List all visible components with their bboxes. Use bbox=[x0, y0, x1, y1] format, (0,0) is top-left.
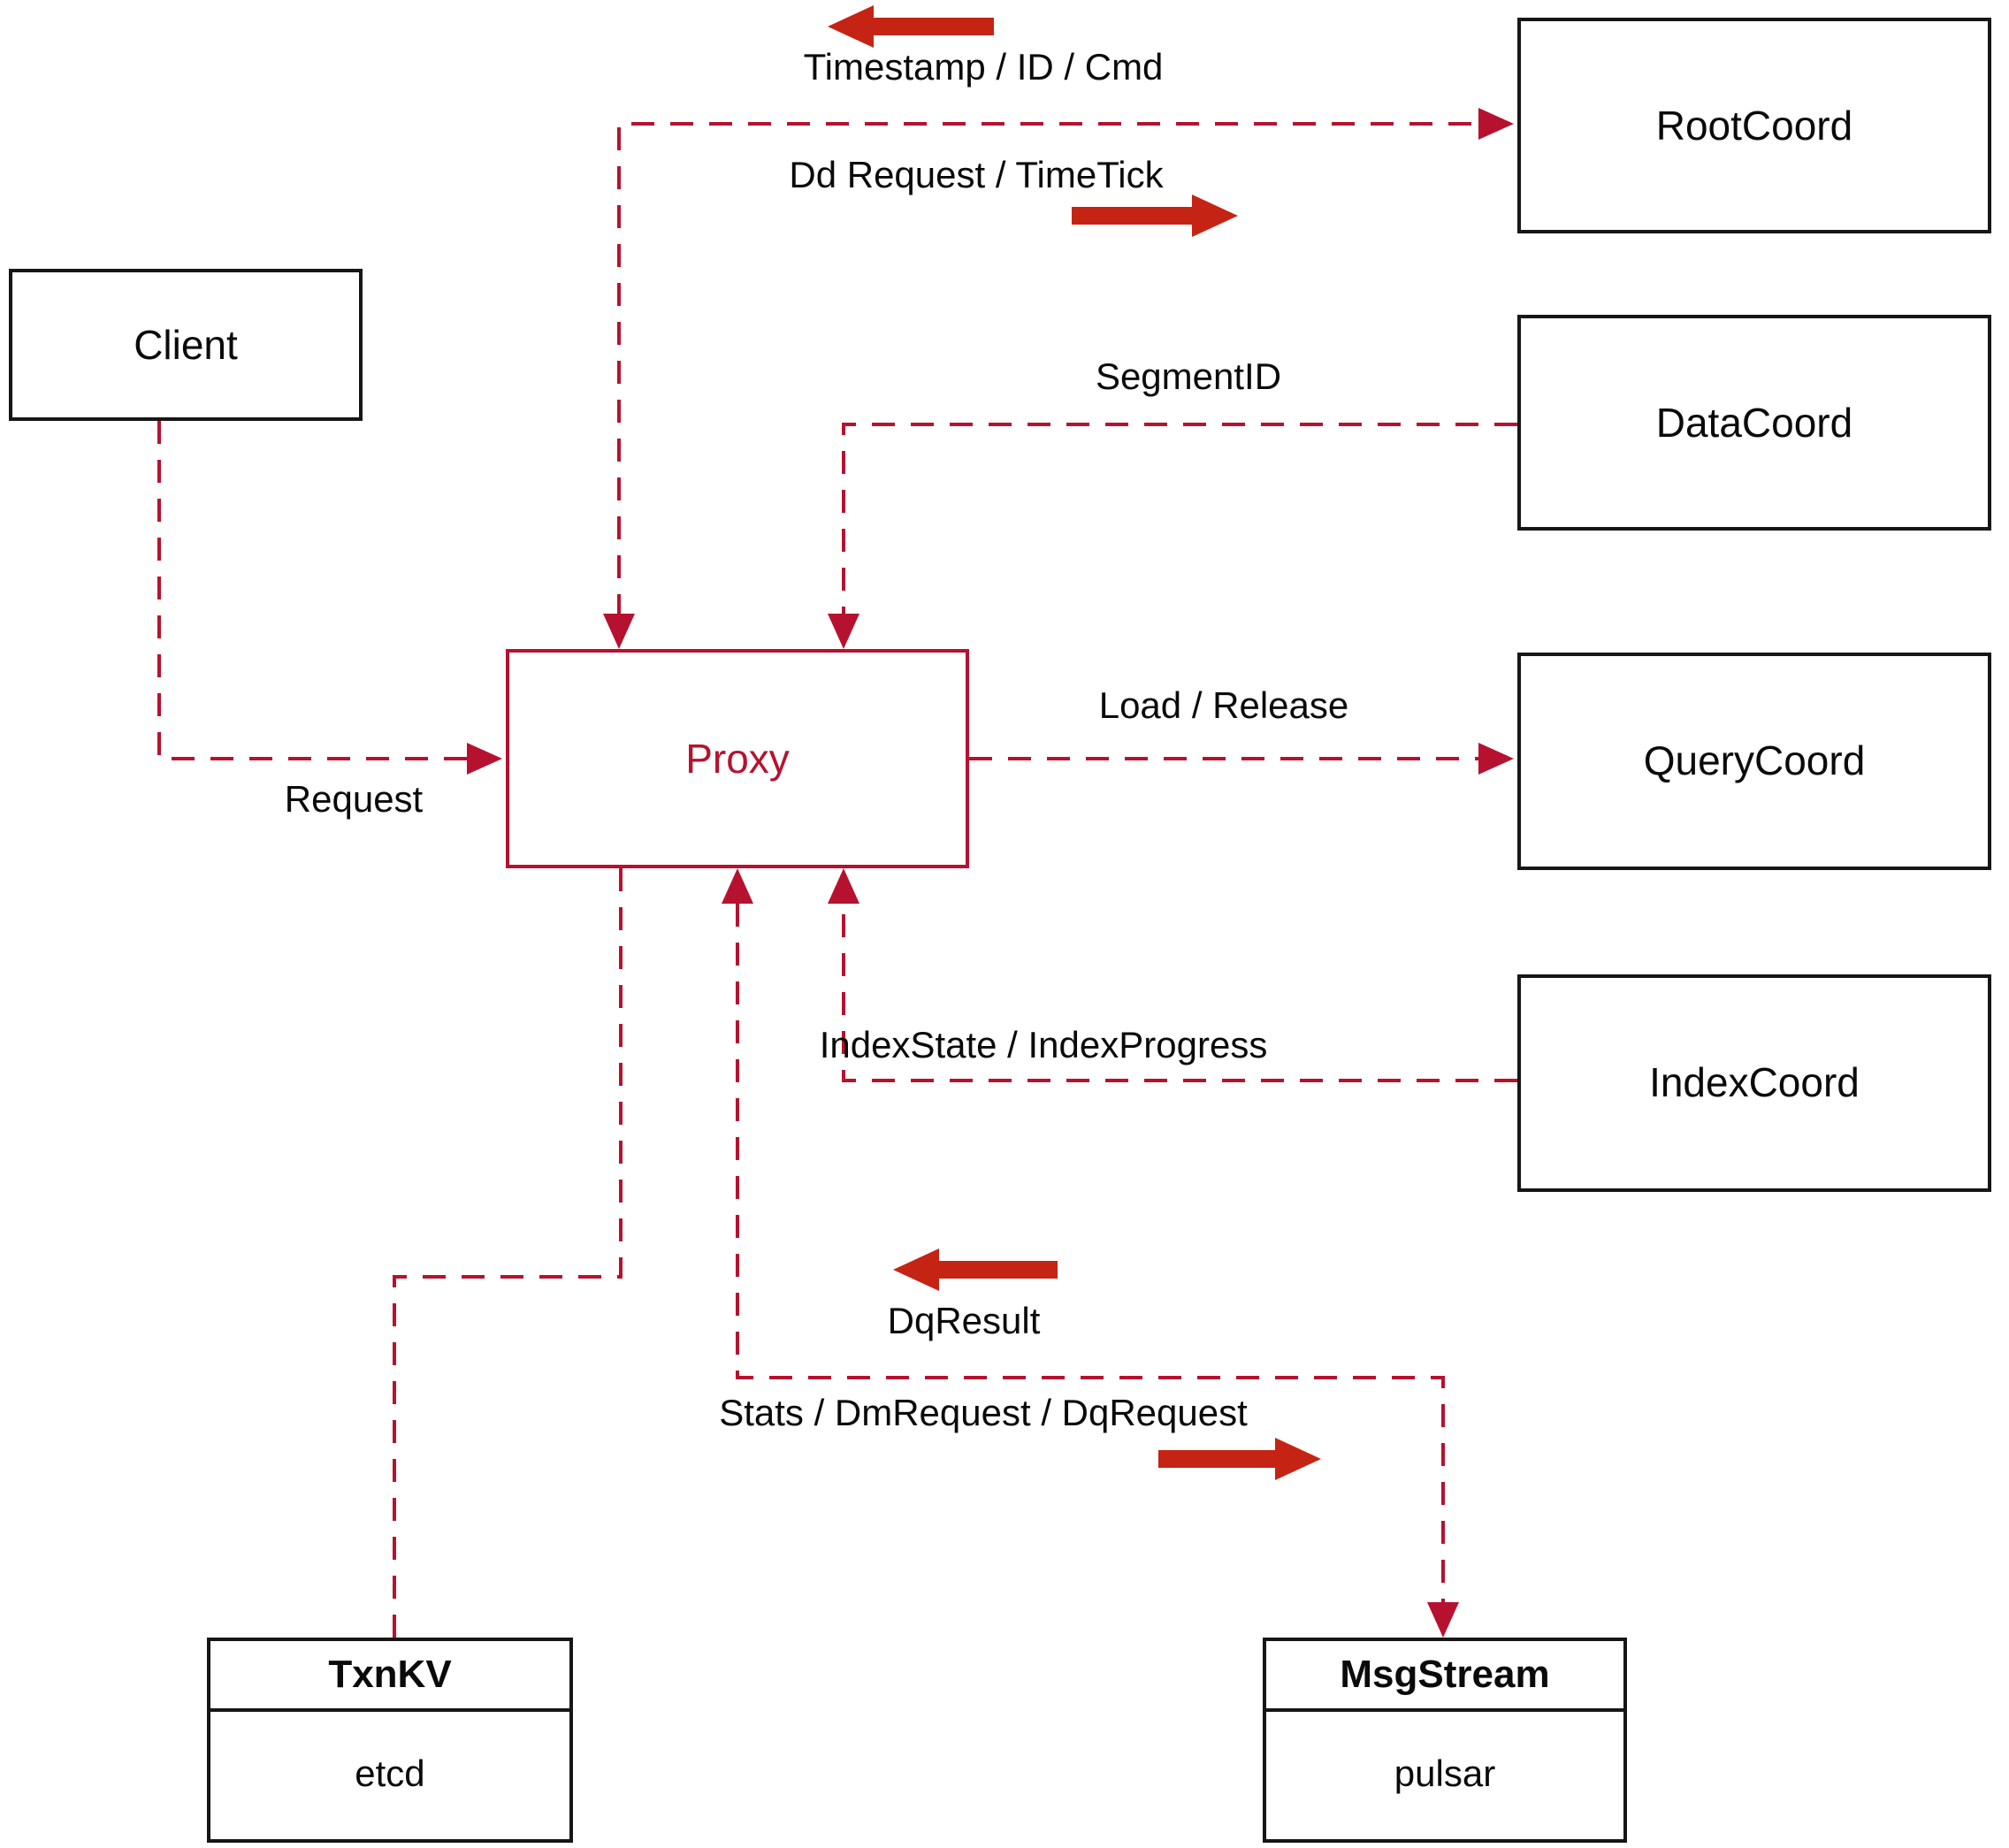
node-msgstream: MsgStream pulsar bbox=[1263, 1638, 1627, 1843]
edge-proxy-txnkv bbox=[393, 868, 623, 1638]
edge-label-stats-dm-dq-request: Stats / DmRequest / DqRequest bbox=[719, 1394, 1248, 1434]
edge-datacoord-proxy bbox=[842, 423, 1517, 614]
edge-label-load-release: Load / Release bbox=[1098, 686, 1349, 727]
edge-indexcoord-proxy bbox=[842, 904, 1517, 1082]
node-rootcoord: RootCoord bbox=[1517, 18, 1991, 233]
edge-proxy-rootcoord bbox=[617, 122, 1478, 617]
node-indexcoord-label: IndexCoord bbox=[1649, 1059, 1860, 1105]
node-querycoord-label: QueryCoord bbox=[1643, 737, 1866, 783]
arrow-left-icon bbox=[828, 5, 994, 48]
arrowhead-into-proxy-bottom-left-icon bbox=[722, 868, 753, 904]
node-txnkv: TxnKV etcd bbox=[207, 1638, 573, 1843]
node-datacoord: DataCoord bbox=[1517, 315, 1991, 531]
node-txnkv-impl: etcd bbox=[355, 1754, 425, 1795]
edge-label-index-state-progress: IndexState / IndexProgress bbox=[819, 1026, 1268, 1066]
node-proxy: Proxy bbox=[506, 649, 969, 868]
node-datacoord-label: DataCoord bbox=[1655, 399, 1853, 445]
arrowhead-into-proxy-left-icon bbox=[467, 743, 502, 775]
node-indexcoord: IndexCoord bbox=[1517, 974, 1991, 1192]
node-rootcoord-label: RootCoord bbox=[1655, 102, 1853, 148]
edge-client-proxy bbox=[157, 421, 467, 760]
edge-label-request: Request bbox=[284, 780, 424, 821]
edge-label-dq-result: DqResult bbox=[887, 1302, 1041, 1342]
node-msgstream-title: MsgStream bbox=[1266, 1641, 1623, 1712]
node-querycoord: QueryCoord bbox=[1517, 653, 1991, 870]
edge-label-segment-id: SegmentID bbox=[1095, 357, 1282, 398]
node-client-label: Client bbox=[134, 321, 238, 367]
node-msgstream-impl: pulsar bbox=[1394, 1754, 1496, 1795]
arrowhead-into-proxy-top-left-icon bbox=[603, 614, 635, 649]
arrow-right-icon bbox=[1072, 195, 1238, 237]
arrowhead-into-proxy-top-right-icon bbox=[828, 614, 859, 649]
edge-label-dd-request-timetick: Dd Request / TimeTick bbox=[789, 156, 1164, 196]
arrowhead-into-proxy-bottom-right-icon bbox=[828, 868, 859, 904]
arrow-left-icon bbox=[893, 1249, 1058, 1291]
node-txnkv-title: TxnKV bbox=[210, 1641, 569, 1712]
arrow-right-icon bbox=[1158, 1438, 1321, 1480]
arrowhead-into-msgstream-icon bbox=[1427, 1602, 1459, 1638]
arrowhead-into-rootcoord-icon bbox=[1478, 108, 1514, 140]
node-proxy-label: Proxy bbox=[685, 735, 790, 781]
edge-proxy-msgstream bbox=[736, 904, 1445, 1602]
edge-label-timestamp-id-cmd: Timestamp / ID / Cmd bbox=[803, 48, 1164, 88]
arrowhead-into-querycoord-icon bbox=[1478, 743, 1514, 775]
node-client: Client bbox=[9, 269, 363, 421]
